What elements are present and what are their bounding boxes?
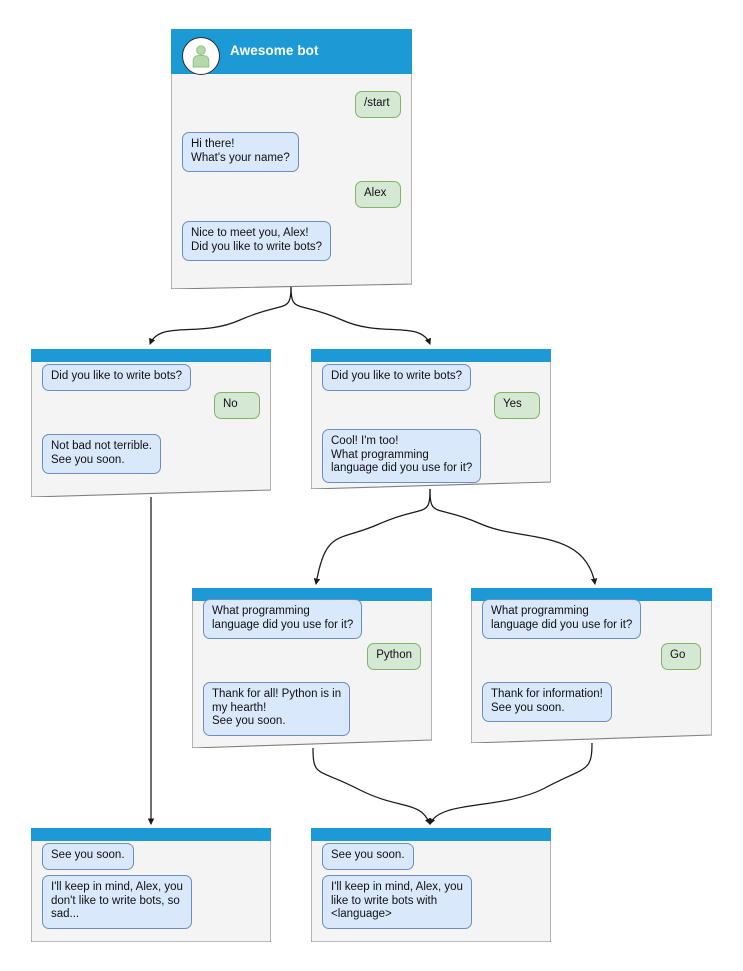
edge-yes-to-go	[429, 488, 598, 586]
bot-message-bubble[interactable]: Did you like to write bots?	[42, 364, 192, 391]
edge-python-to-end-happy	[312, 747, 431, 825]
bot-message-bubble[interactable]: Thank for information! See you soon.	[482, 682, 612, 723]
bot-message-bubble[interactable]: See you soon.	[42, 843, 134, 870]
edge-yes-to-python	[313, 488, 431, 586]
bot-message-bubble[interactable]: I'll keep in mind, Alex, you don't like …	[42, 875, 192, 929]
avatar-glyph	[192, 45, 210, 68]
user-message-bubble[interactable]: Python	[367, 643, 421, 670]
bot-message-bubble[interactable]: I'll keep in mind, Alex, you like to wri…	[322, 875, 472, 929]
bot-message-bubble[interactable]: Thank for all! Python is in my hearth! S…	[203, 682, 351, 736]
go-branch-card[interactable]: What programming language did you use fo…	[471, 588, 712, 743]
bot-name-title: Awesome bot	[230, 43, 319, 58]
bot-message-bubble[interactable]: What programming language did you use fo…	[203, 599, 363, 640]
python-branch-card[interactable]: What programming language did you use fo…	[192, 588, 432, 748]
user-message-bubble[interactable]: /start	[355, 91, 401, 118]
user-message-bubble[interactable]: No	[214, 392, 260, 419]
card-header	[311, 349, 551, 362]
person-avatar-icon	[182, 37, 220, 75]
card-header	[311, 828, 551, 841]
user-message-bubble[interactable]: Go	[661, 643, 701, 670]
end-sad-card[interactable]: See you soon. I'll keep in mind, Alex, y…	[31, 828, 271, 942]
no-branch-card[interactable]: Did you like to write bots? No Not bad n…	[31, 349, 271, 497]
edge-root-to-yes	[290, 284, 431, 345]
bot-message-bubble[interactable]: Cool! I'm too! What programming language…	[322, 429, 482, 483]
card-header	[31, 349, 271, 362]
card-header	[471, 588, 712, 601]
root-conversation-card[interactable]: Awesome bot /start Hi there! What's your…	[171, 29, 412, 289]
bot-message-bubble[interactable]: Not bad not terrible. See you soon.	[42, 434, 162, 475]
edge-go-to-end-happy	[429, 742, 593, 825]
bot-message-bubble[interactable]: See you soon.	[322, 843, 414, 870]
card-header	[31, 828, 271, 841]
card-header	[192, 588, 432, 601]
bot-message-bubble[interactable]: Hi there! What's your name?	[182, 132, 299, 173]
end-happy-card[interactable]: See you soon. I'll keep in mind, Alex, y…	[311, 828, 551, 942]
user-message-bubble[interactable]: Yes	[494, 392, 540, 419]
edge-root-to-no	[149, 284, 292, 345]
bot-message-bubble[interactable]: Nice to meet you, Alex! Did you like to …	[182, 221, 332, 262]
user-message-bubble[interactable]: Alex	[355, 181, 401, 208]
yes-branch-card[interactable]: Did you like to write bots? Yes Cool! I'…	[311, 349, 551, 489]
bot-message-bubble[interactable]: What programming language did you use fo…	[482, 599, 642, 640]
bot-message-bubble[interactable]: Did you like to write bots?	[322, 364, 472, 391]
